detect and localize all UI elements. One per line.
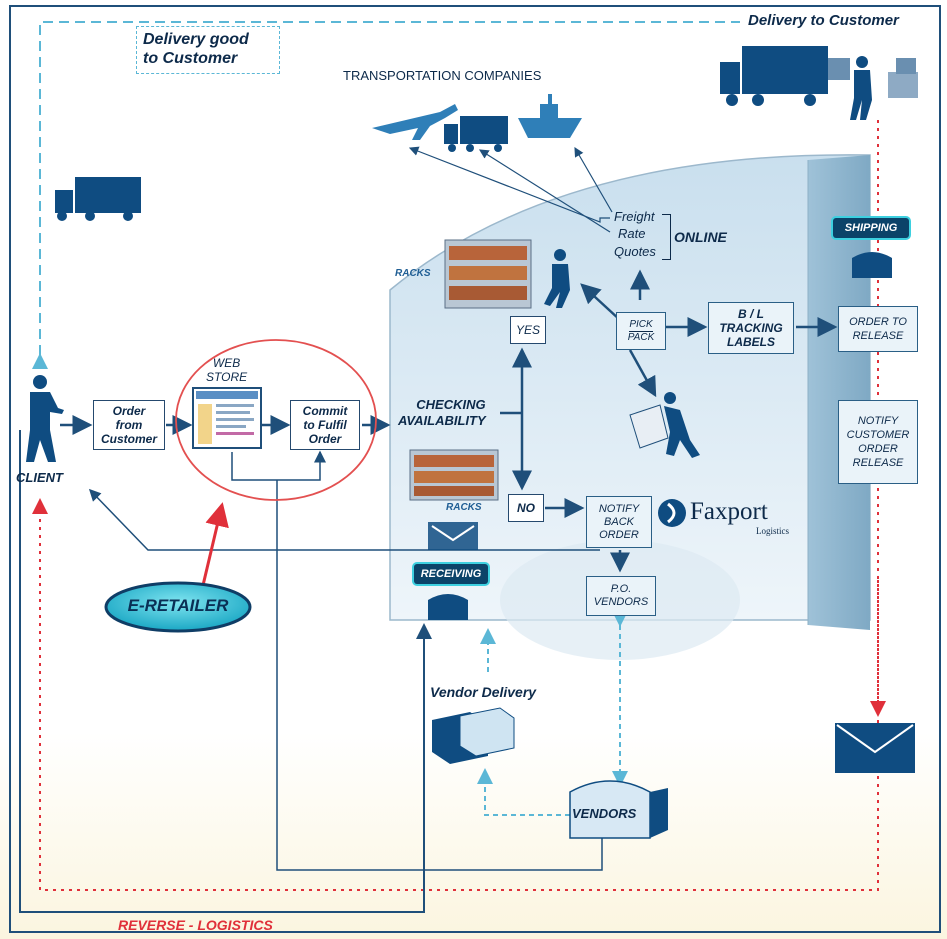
transportation-companies-label: TRANSPORTATION COMPANIES bbox=[343, 68, 542, 83]
freight-bracket bbox=[662, 214, 671, 260]
faxport-logo-text: Faxport bbox=[690, 498, 768, 525]
packer-icon bbox=[629, 392, 700, 458]
quotes-label: Quotes bbox=[614, 244, 656, 259]
picker-worker-icon bbox=[544, 249, 570, 308]
client-label: CLIENT bbox=[16, 470, 63, 485]
e-retailer-ellipse bbox=[104, 581, 252, 633]
outer-border bbox=[9, 5, 941, 933]
pack-label: PACK bbox=[627, 331, 655, 343]
order-from-customer-box[interactable]: Order from Customer bbox=[93, 400, 165, 450]
delivery-truck-icon bbox=[720, 46, 828, 106]
notify-back-order-box[interactable]: NOTIFY BACK ORDER bbox=[586, 496, 652, 548]
delivery-to-customer-label: Delivery to Customer bbox=[748, 12, 899, 29]
no-box[interactable]: NO bbox=[508, 494, 544, 522]
reverse-solid-line bbox=[19, 430, 432, 913]
po-vendors-box[interactable]: P.O. VENDORS bbox=[586, 576, 656, 616]
vendors-building bbox=[569, 780, 668, 839]
shipping-bin-icon bbox=[852, 252, 892, 278]
racks-top-icon bbox=[444, 239, 532, 309]
web-store-label: WEB STORE bbox=[206, 356, 248, 384]
delivery-good-label: Delivery good to Customer bbox=[136, 26, 280, 74]
transport-truck-icon bbox=[444, 116, 508, 152]
web-store-circle bbox=[175, 339, 377, 501]
ship-icon bbox=[518, 94, 582, 138]
vendor-delivery-label: Vendor Delivery bbox=[430, 684, 537, 700]
bl-tracking-labels-box[interactable]: B / L TRACKING LABELS bbox=[708, 302, 794, 354]
reverse-dotted-line bbox=[32, 120, 879, 891]
notify-customer-box[interactable]: NOTIFY CUSTOMER ORDER RELEASE bbox=[838, 400, 918, 484]
faxport-logo-mark bbox=[658, 499, 686, 527]
commit-order-box[interactable]: Commit to Fulfil Order bbox=[290, 400, 360, 450]
e-retailer-arrow bbox=[198, 502, 229, 599]
checking-availability-label: CHECKING AVAILABILITY bbox=[398, 397, 486, 428]
racks-top-label: RACKS bbox=[395, 268, 431, 279]
transport-arrows bbox=[408, 146, 613, 233]
racks-bottom-label: RACKS bbox=[446, 502, 482, 513]
pick-label: PICK bbox=[629, 318, 653, 332]
e-retailer-label[interactable]: E-RETAILER bbox=[127, 596, 229, 615]
pick-pack-box[interactable]: PICK PACK bbox=[616, 312, 666, 350]
boxes-icon bbox=[828, 58, 918, 98]
vendor-boxes-icon bbox=[432, 707, 515, 764]
web-store-screenshot bbox=[192, 387, 262, 449]
yes-box[interactable]: YES bbox=[510, 316, 546, 344]
shipping-tag[interactable]: SHIPPING bbox=[833, 218, 909, 238]
truck-icon bbox=[55, 177, 141, 221]
rate-label: Rate bbox=[618, 226, 646, 241]
vendors-label: VENDORS bbox=[572, 806, 637, 821]
flow-arrows bbox=[60, 269, 838, 573]
airplane-icon bbox=[372, 104, 458, 140]
receiving-bin-icon bbox=[428, 594, 468, 620]
order-to-release-box[interactable]: ORDER TO RELEASE bbox=[838, 306, 918, 352]
worker-carrying-icon bbox=[850, 56, 872, 120]
online-label: ONLINE bbox=[674, 229, 727, 245]
racks-bottom-icon bbox=[409, 449, 499, 501]
client-figure-icon bbox=[26, 375, 64, 462]
freight-label: Freight bbox=[614, 209, 655, 224]
faxport-logo-sub: Logistics bbox=[756, 526, 789, 536]
envelope-icon bbox=[835, 723, 915, 773]
reverse-logistics-label: REVERSE - LOGISTICS bbox=[118, 917, 273, 933]
receiving-dropdown-icon bbox=[428, 522, 478, 550]
vendor-dashed-lines bbox=[477, 611, 628, 816]
receiving-tag[interactable]: RECEIVING bbox=[414, 564, 488, 584]
